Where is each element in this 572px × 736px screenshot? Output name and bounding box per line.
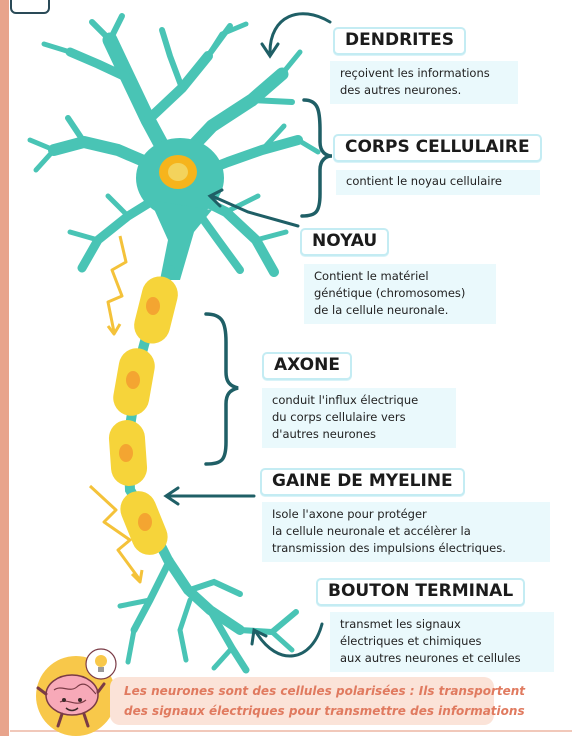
desc-line: conduit l'influx électrique [272,392,448,409]
label-noyau: NOYAU [300,228,389,256]
desc-line: Isole l'axone pour protéger [272,506,542,523]
label-gaine-de-myeline: GAINE DE MYELINE [260,468,465,496]
axon-terminals [120,560,296,670]
desc-corps-cellulaire: contient le noyau cellulaire [336,170,540,195]
label-dendrites: DENDRITES [333,27,466,55]
label-corps-cellulaire: CORPS CELLULAIRE [333,134,542,162]
desc-line: contient le noyau cellulaire [346,173,532,190]
desc-line: électriques et chimiques [340,633,546,650]
desc-line: génétique (chromosomes) [314,285,488,302]
label-axone: AXONE [262,352,352,380]
desc-line: d'autres neurones [272,426,448,443]
desc-line: transmet les signaux [340,616,546,633]
desc-dendrites: reçoivent les informations des autres ne… [330,61,518,104]
caption-box: Les neurones sont des cellules polarisée… [110,677,494,725]
desc-line: des autres neurones. [340,82,510,99]
caption-line: Les neurones sont des cellules polarisée… [124,681,486,701]
label-bouton-terminal: BOUTON TERMINAL [316,578,525,606]
desc-line: transmission des impulsions électriques. [272,540,542,557]
desc-line: du corps cellulaire vers [272,409,448,426]
myelin-sheaths [108,273,182,561]
brain-mascot-icon [36,649,116,736]
desc-gaine-de-myeline: Isole l'axone pour protéger la cellule n… [262,502,550,562]
caption-line: des signaux électriques pour transmettre… [124,701,486,721]
desc-line: la cellule neuronale et accélèrer la [272,523,542,540]
desc-line: de la cellule neuronale. [314,302,488,319]
desc-line: aux autres neurones et cellules [340,650,546,667]
axon-hillock [150,200,212,280]
desc-bouton-terminal: transmet les signaux électriques et chim… [330,612,554,672]
desc-line: reçoivent les informations [340,65,510,82]
desc-noyau: Contient le matériel génétique (chromoso… [304,264,496,324]
desc-axone: conduit l'influx électrique du corps cel… [262,388,456,448]
desc-line: Contient le matériel [314,268,488,285]
